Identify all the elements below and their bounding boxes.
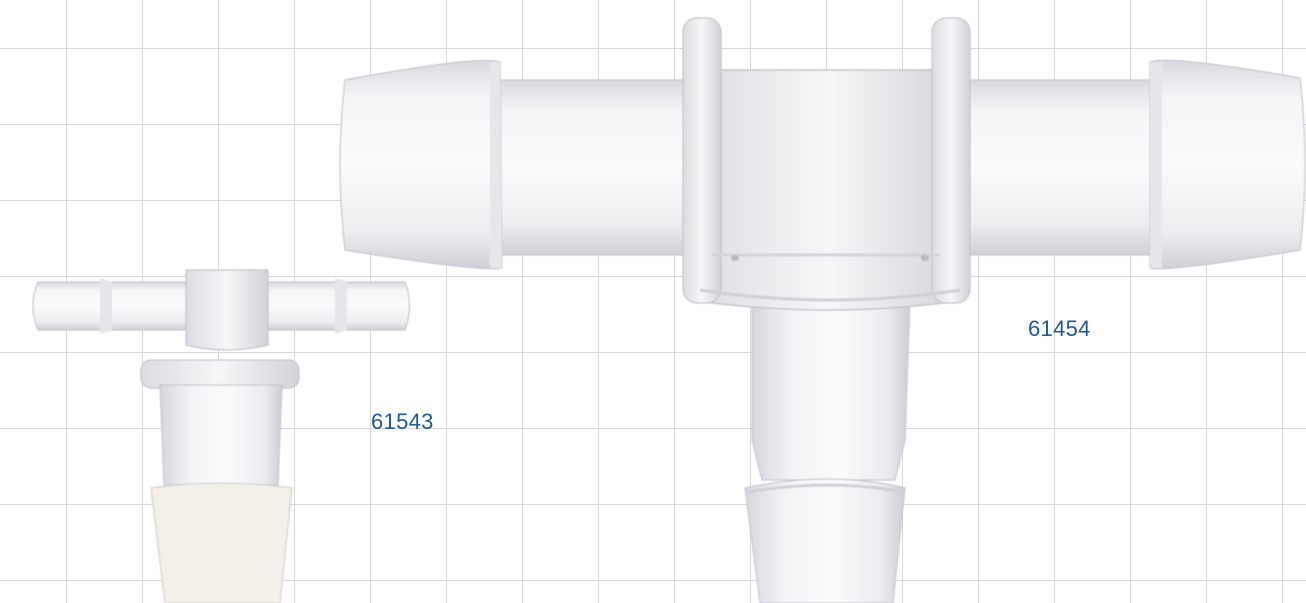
part-number-label: 61454 (1028, 316, 1091, 341)
large-tee-fitting (339, 17, 1306, 603)
part-number-label: 61543 (371, 409, 434, 434)
small-tee-fitting (32, 269, 411, 603)
